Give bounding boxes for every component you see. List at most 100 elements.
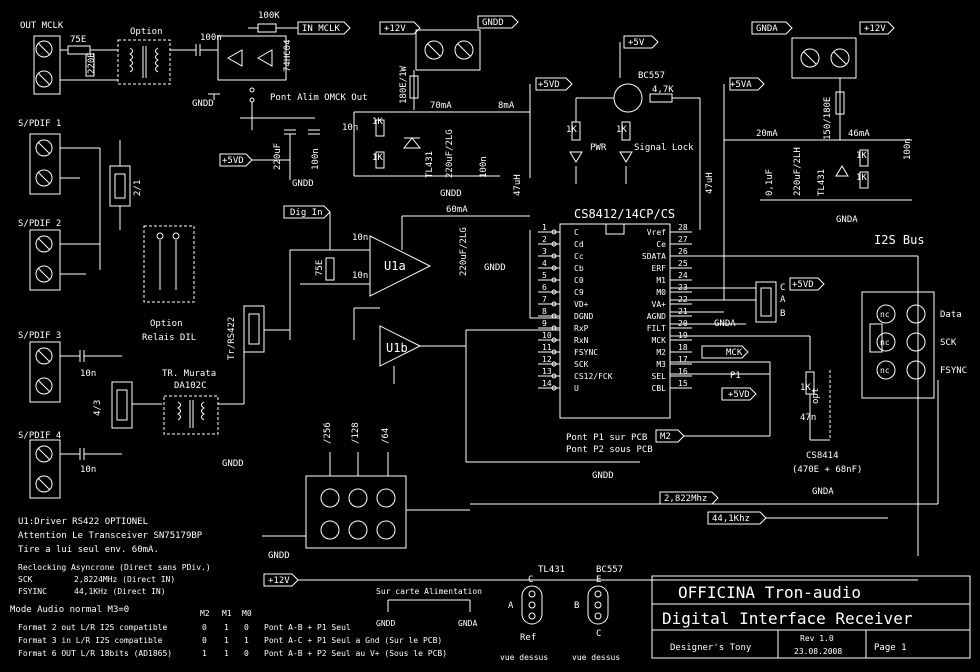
chip-pin-number: 10	[542, 331, 552, 340]
alim-block: Sur carte Alimentation GNDD GNDA	[376, 587, 482, 628]
mode-desc: Pont A-C + P1 Seul a Gnd (Sur le PCB)	[264, 636, 442, 645]
u1a-label: U1a	[384, 259, 406, 273]
reclocking-title: Reclocking Asyncrone (Direct sans PDiv.)	[18, 563, 211, 572]
cs8412-label: CS8412/14CP/CS	[574, 207, 675, 221]
chip-pin-number: 25	[678, 259, 688, 268]
mode-m2: 0	[202, 623, 207, 632]
chip-pin-number: 4	[542, 259, 547, 268]
mode-m1: 1	[224, 623, 229, 632]
i2s-pin-label: Data	[940, 310, 962, 320]
c100n-analog-label: 100n	[903, 138, 913, 160]
mode-h-m2: M2	[200, 609, 210, 618]
chip-pin-number: 1	[542, 223, 547, 232]
tr-rs422-label: Tr/RS422	[227, 317, 237, 360]
chip-pin-number: 8	[542, 307, 547, 316]
spdif2-label: S/PDIF 2	[18, 219, 61, 229]
chip-pin-dot	[551, 289, 557, 295]
jmp-a: A	[780, 295, 786, 305]
mck-tag: MCK	[726, 348, 743, 358]
u1b-label: U1b	[386, 341, 408, 355]
chip-pin-name: Cd	[574, 240, 584, 249]
i2s-nc-label: nc	[880, 338, 890, 347]
chip-pin-name: AGND	[647, 312, 666, 321]
chip-pin-name: U	[574, 384, 579, 393]
title-company: OFFICINA Tron-audio	[678, 583, 861, 602]
mode-m1: 1	[224, 636, 229, 645]
gndd-tag-top: GNDD	[482, 18, 504, 28]
gnda-filt-label: GNDA	[812, 487, 834, 497]
chip-pin-name: C	[574, 228, 579, 237]
c100n-label: 100n	[200, 33, 222, 43]
div64-label: /64	[381, 428, 391, 444]
dig-in-tag: Dig In	[290, 208, 323, 218]
note-1: U1:Driver RS422 OPTIONEL	[18, 517, 148, 527]
r75e-u1-label: 75E	[315, 260, 325, 276]
chip-pins-right: 28Vref27Ce26SDATA25ERF24M123M022VA+21AGN…	[642, 223, 692, 393]
tl-pin-c: C	[528, 575, 533, 585]
chip-pin-name: M0	[656, 288, 666, 297]
chip-pin-dot	[551, 229, 557, 235]
mode-m0: 1	[244, 636, 249, 645]
u1-buffer: Dig In 10n 10n 75E U1a 60mA 220uF/2LG GN…	[227, 205, 530, 384]
c10n-u1-1: 10n	[352, 233, 368, 243]
murata-transformer: 10n 10n 4/3 TR. Murata DA102C GNDD	[60, 350, 245, 475]
chip-pin-number: 13	[542, 367, 552, 376]
spdif3-connector: S/PDIF 3	[18, 331, 61, 403]
i2s-pin-label: SCK	[940, 338, 957, 348]
reclock-row-1-val: 2,8224MHz (Direct IN)	[74, 575, 175, 584]
c10n-reg-label: 10n	[342, 123, 358, 133]
i2s-signal-pin	[906, 304, 926, 324]
pwr-label: PWR	[590, 143, 607, 153]
cap-220uf-2l-label: 220uF/2LG	[445, 129, 455, 178]
chip-pin-name: M3	[656, 360, 666, 369]
cap-220uf-2lg-label: 220uF/2LG	[459, 227, 469, 276]
note-2: Attention Le Transceiver SN75179BP	[18, 531, 203, 541]
ma20-label: 20mA	[756, 129, 778, 139]
chip-pin-number: 24	[678, 271, 688, 280]
chip-pin-name: FSYNC	[574, 348, 598, 357]
r100k-label: 100K	[258, 11, 280, 21]
chip-right-wiring: C A B +5VD GNDA 1K 47n opt CS8414 (470E …	[470, 255, 939, 556]
title-block: OFFICINA Tron-audio Digital Interface Re…	[651, 575, 971, 659]
chip-pin-name: Cb	[574, 264, 584, 273]
chip-pin-number: 27	[678, 235, 688, 244]
chip-pin-dot	[551, 373, 557, 379]
r220e-label: 220E	[87, 52, 97, 74]
pinout-bc557: BC557	[596, 565, 623, 575]
r1k-reg-1: 1K	[372, 117, 383, 127]
chip-pin-name: VD+	[574, 300, 589, 309]
p5vd-tag-3: +5VD	[792, 280, 814, 290]
c10n-in3: 10n	[80, 369, 96, 379]
notes-block: U1:Driver RS422 OPTIONEL Attention Le Tr…	[10, 517, 447, 658]
chip-pin-number: 26	[678, 247, 688, 256]
chip-pin-name: SDATA	[642, 252, 666, 261]
pinout-tl431: TL431	[538, 565, 565, 575]
chip-pin-name: Ce	[656, 240, 666, 249]
c10n-in4: 10n	[80, 465, 96, 475]
chip-pin-dot	[551, 337, 557, 343]
chip-pin-name: SCK	[574, 360, 589, 369]
cs8412-chip: CS8412/14CP/CS 1C2Cd3Cc4Cb5C06C97VD+8DGN…	[465, 207, 692, 481]
chip-pin-dot	[551, 277, 557, 283]
bc-pin-e: E	[596, 575, 601, 585]
c10n-u1-2: 10n	[352, 271, 368, 281]
gndd-label-1: GNDD	[192, 99, 214, 109]
i2s-nc-pin	[876, 332, 896, 352]
gndd-div-label: GNDD	[268, 551, 290, 561]
signal-lock-label: Signal Lock	[634, 143, 694, 153]
pont-p2-label: Pont P2 sous PCB	[566, 445, 653, 455]
reclock-row-2-key: FSYINC	[18, 587, 47, 596]
cs8414-val: (470E + 68nF)	[792, 465, 862, 475]
mode-title: Mode Audio normal M3=0	[10, 605, 129, 615]
i2s-nc-pin	[876, 304, 896, 324]
tl-pin-a: A	[508, 601, 514, 611]
in-mclk-tag: IN MCLK	[302, 24, 341, 34]
chip-pin-number: 11	[542, 343, 552, 352]
r1k-analog-1: 1K	[856, 151, 867, 161]
mode-m0: 0	[244, 623, 249, 632]
c01uf-label: 0,1uF	[765, 169, 775, 196]
p12v-tag-3: +12V	[268, 576, 290, 586]
chip-pin-name: ERF	[652, 264, 667, 273]
